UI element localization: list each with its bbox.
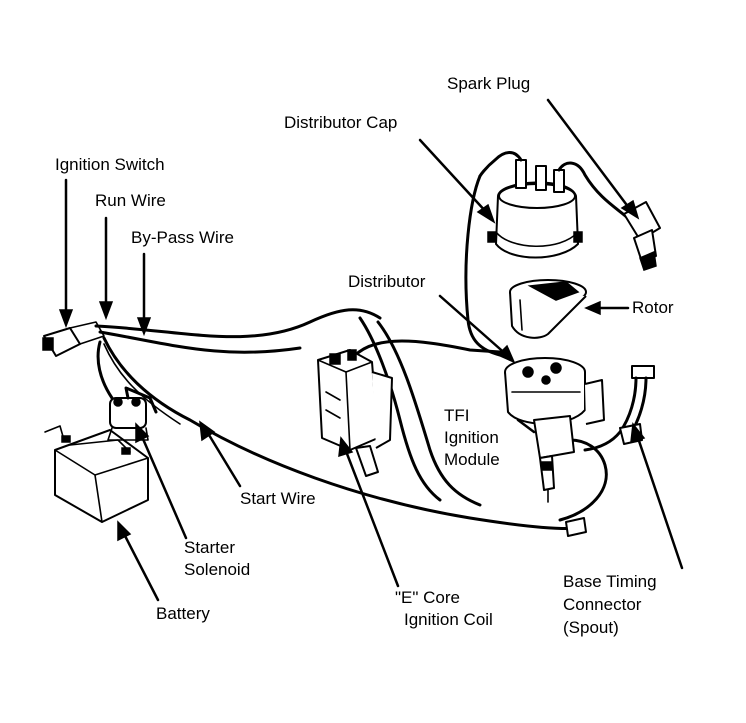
label-start-wire: Start Wire <box>240 489 316 508</box>
label-starter-line2: Solenoid <box>184 560 251 579</box>
label-distributor: Distributor <box>348 272 426 291</box>
label-timing-line1: Base Timing <box>563 572 657 591</box>
label-timing-line2: Connector <box>563 595 642 614</box>
distributor-drawing <box>504 357 605 425</box>
label-distributor-cap: Distributor Cap <box>284 113 398 132</box>
wire-harness <box>94 174 608 531</box>
wire-connector-drawing <box>565 517 587 537</box>
label-timing-line3: (Spout) <box>563 618 619 637</box>
label-battery: Battery <box>156 604 210 623</box>
ignition-switch-drawing <box>42 321 105 357</box>
label-ignition-switch: Ignition Switch <box>55 155 165 174</box>
tfi-module-drawing <box>533 415 575 503</box>
rotor-drawing <box>509 279 587 339</box>
label-ecore-line2: Ignition Coil <box>404 610 493 629</box>
label-rotor: Rotor <box>632 298 674 317</box>
ignition-coil-drawing <box>317 349 393 477</box>
label-tfi-line3: Module <box>444 450 500 469</box>
label-tfi-line2: Ignition <box>444 428 499 447</box>
label-tfi-line1: TFI <box>444 406 470 425</box>
label-ecore-line1: "E" Core <box>395 588 460 607</box>
label-run-wire: Run Wire <box>95 191 166 210</box>
label-bypass-wire: By-Pass Wire <box>131 228 234 247</box>
starter-solenoid-drawing <box>107 386 158 441</box>
distributor-cap-drawing <box>478 151 632 259</box>
leader-arrows <box>58 98 684 602</box>
label-spark-plug: Spark Plug <box>447 74 531 93</box>
label-starter-line1: Starter <box>184 538 236 557</box>
